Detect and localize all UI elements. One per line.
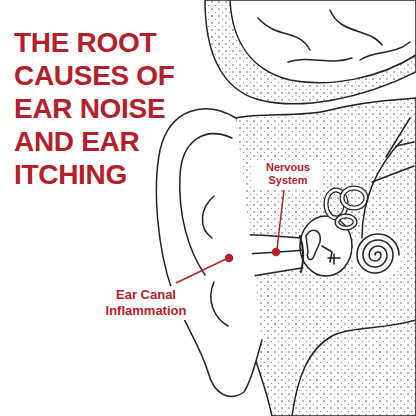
brain-fold <box>330 10 382 45</box>
callout-label: Nervous System <box>253 160 323 188</box>
leader-lines <box>176 190 284 283</box>
nerve-branch <box>372 166 414 182</box>
callout-dot <box>273 249 280 256</box>
brain-fold <box>258 18 310 50</box>
ossicle <box>322 246 332 262</box>
skull-bone <box>205 0 416 104</box>
leader-line <box>277 190 284 249</box>
brain-fold <box>360 42 410 60</box>
pinna <box>156 109 262 396</box>
ossicle <box>306 230 320 259</box>
brain-fold <box>288 58 352 62</box>
nerve-branch <box>396 142 414 146</box>
cochlea-ground <box>352 230 402 280</box>
callout-dot <box>226 255 233 262</box>
brain <box>230 0 416 83</box>
title: THE ROOT CAUSES OF EAR NOISE AND EAR ITC… <box>14 26 190 191</box>
nerve-branch <box>386 118 410 157</box>
callout-label: Ear Canal Inflammation <box>84 286 208 320</box>
semicircular-canals <box>326 188 366 228</box>
ossicle <box>328 254 340 264</box>
concha <box>202 196 214 238</box>
antitragus <box>211 282 228 326</box>
eardrum <box>300 236 303 272</box>
leader-line <box>176 259 226 283</box>
jaw-line <box>292 320 416 416</box>
middle-ear <box>300 216 352 276</box>
cochlea <box>357 234 399 273</box>
helix <box>180 134 232 275</box>
auditory-nerve <box>362 140 402 238</box>
